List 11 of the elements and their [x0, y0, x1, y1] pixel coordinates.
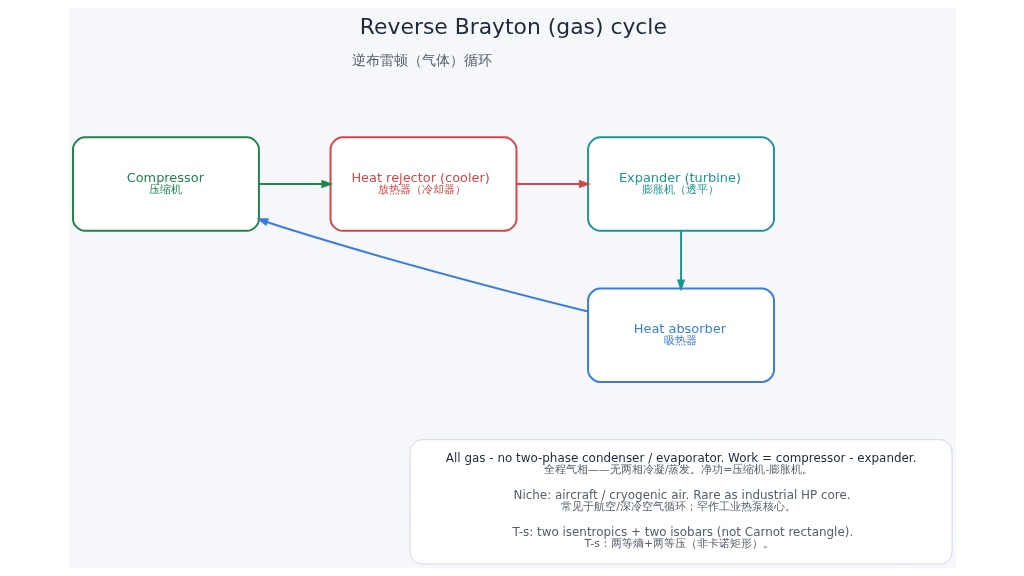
node-box: All gas - no two-phase condenser / evaporator. Work = compressor - expander. 全程气相——无两相冷凝/蒸发。净功=压缩机-膨胀机。 Niche: aircraft / cryogenic air. Rare as industrial HP core. 常见于航空/深冷空气循环；罕作工业热泵核心。 T-s: two isentropics + two isobars (not Carnot rectangle). T-s：两等熵+两等压（非卡诺矩形）。	[409, 439, 952, 565]
node-box: Expander (turbine) 膨胀机（透平）	[586, 136, 775, 232]
arrow	[676, 230, 685, 292]
label: 逆布雷顿（气体）循环	[351, 52, 492, 69]
node-box: Heat absorber 吸热器	[586, 287, 775, 383]
node-box: Heat rejector (cooler) 放热器（冷却器）	[329, 136, 517, 232]
arrow	[257, 179, 333, 189]
diagram-title: Reverse Brayton (gas) cycle	[359, 13, 667, 39]
arrow	[255, 218, 589, 313]
arrow	[515, 179, 591, 189]
node-box: Compressor 压缩机	[71, 136, 260, 232]
